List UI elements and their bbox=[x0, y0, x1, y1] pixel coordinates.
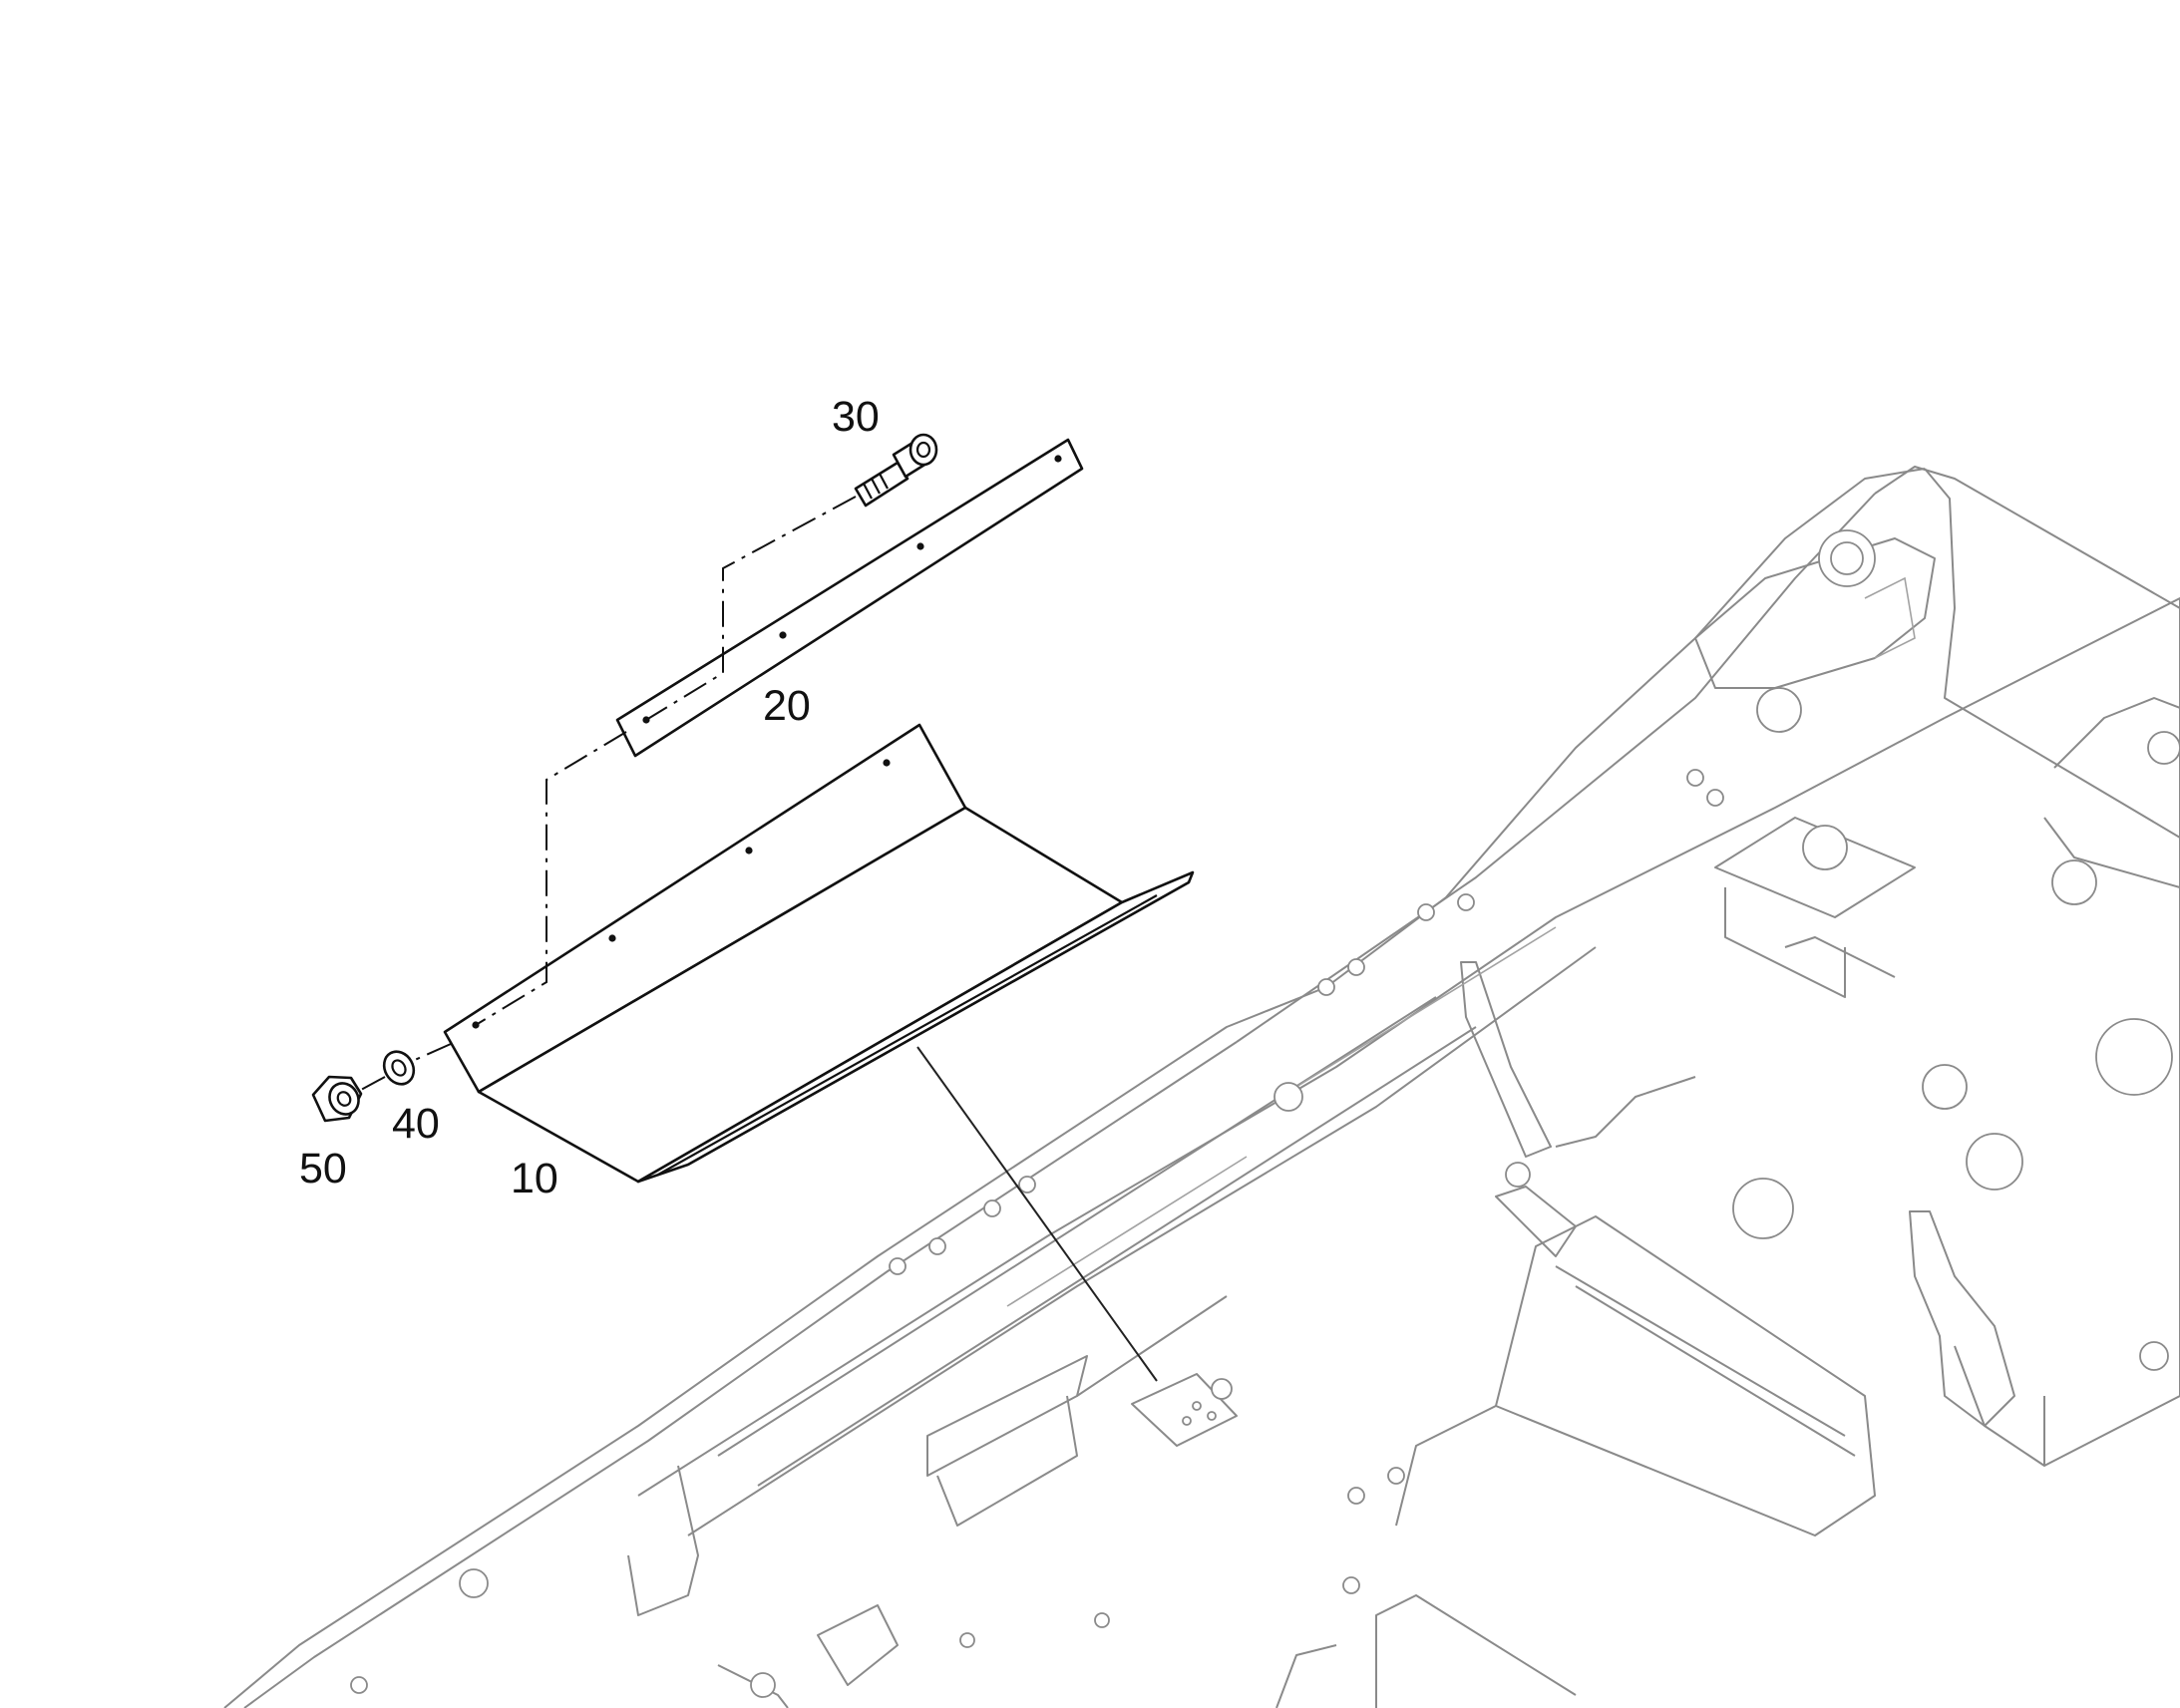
frame-holes bbox=[350, 529, 2180, 1698]
mounting-plate bbox=[1131, 1373, 1238, 1447]
part-50-nut bbox=[311, 1075, 363, 1123]
machine-frame bbox=[223, 466, 2180, 1708]
part-30-bolt bbox=[854, 433, 938, 508]
callout-labels: 30 20 40 50 10 bbox=[299, 393, 880, 1202]
part-10-cover bbox=[443, 723, 1195, 1184]
callout-40: 40 bbox=[392, 1100, 440, 1148]
callout-50: 50 bbox=[299, 1145, 347, 1193]
location-leader-line bbox=[916, 1046, 1158, 1382]
assembly-lines bbox=[360, 496, 857, 1091]
callout-30: 30 bbox=[832, 393, 880, 441]
callout-20: 20 bbox=[763, 682, 811, 730]
part-20-strip bbox=[615, 438, 1084, 758]
callout-10: 10 bbox=[511, 1155, 558, 1202]
part-40-washer bbox=[382, 1050, 416, 1086]
